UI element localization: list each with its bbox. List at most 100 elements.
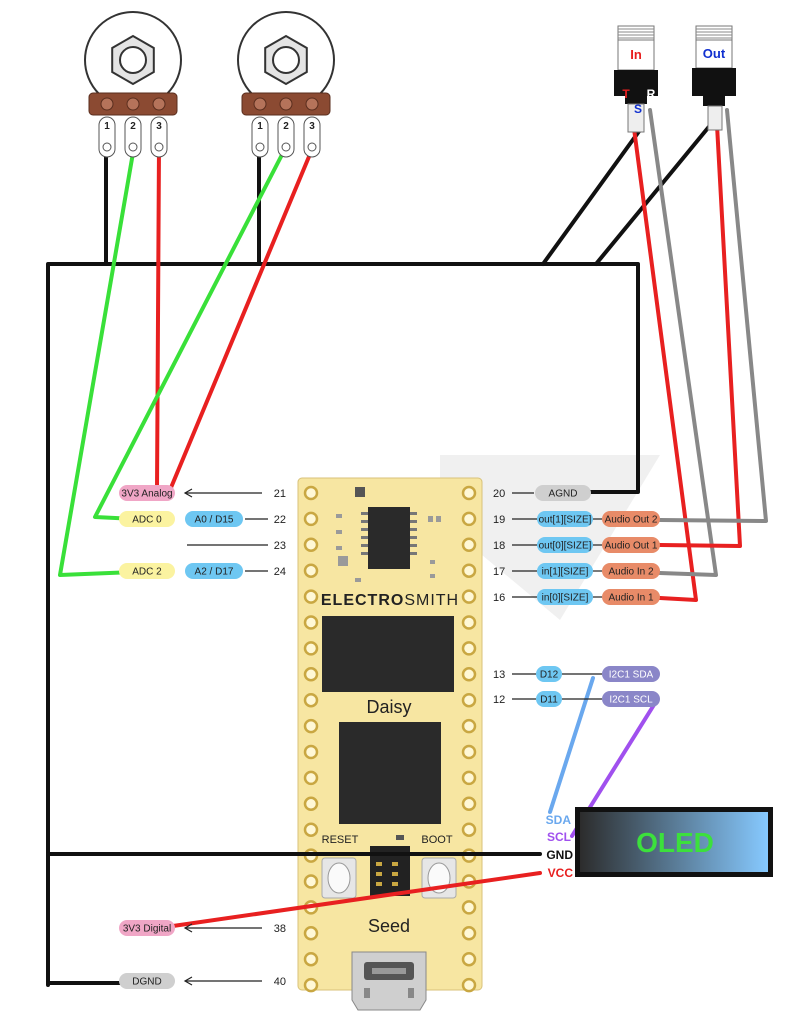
pad-left [303, 822, 319, 837]
pad-left [303, 770, 319, 786]
svg-text:3V3 Digital: 3V3 Digital [123, 924, 171, 935]
brand-logo: ELECTROSMITH [321, 592, 459, 609]
right-pin-row-18: 18 out[0][SIZE] Audio Out 1 [493, 537, 660, 553]
svg-text:I2C1 SCL: I2C1 SCL [609, 695, 653, 706]
input-jack[interactable]: In T S R [614, 25, 658, 133]
pad-left [303, 615, 319, 630]
sda-wire [548, 676, 595, 814]
pad-left [303, 641, 319, 656]
oled-pin-labels: SDA SCL GND VCC [546, 813, 574, 880]
pin-tag-blue: A0 / D15 [185, 511, 243, 527]
in-jack-ring-wire [648, 108, 718, 577]
svg-text:out[1][SIZE]: out[1][SIZE] [539, 515, 592, 526]
svg-text:Audio Out 2: Audio Out 2 [605, 515, 658, 526]
board-pads [303, 485, 477, 993]
pad-right [461, 485, 477, 501]
pin-number: 38 [274, 923, 286, 935]
pad-right [461, 822, 477, 837]
svg-text:Audio Out 1: Audio Out 1 [605, 541, 658, 552]
pad-right [461, 977, 477, 993]
pot-pin-label: 2 [283, 121, 289, 132]
pin-number: 23 [274, 540, 286, 552]
oled-text: OLED [636, 827, 714, 858]
potentiometer-2[interactable]: 1 2 3 [237, 11, 335, 158]
out-jack-ring-wire [658, 108, 768, 523]
pin-number: 20 [493, 488, 505, 500]
pad-left [303, 744, 319, 760]
reset-button[interactable] [321, 857, 357, 899]
pot-pin-label: 2 [130, 121, 136, 132]
pin-tag-gray: DGND [119, 973, 175, 989]
oled-power-wire [164, 871, 542, 929]
pot-pin-label: 1 [104, 121, 110, 132]
in-jack-sleeve-ground-wire [541, 128, 642, 266]
pad-right [461, 951, 477, 967]
pin-tag-pink: 3V3 Analog [119, 485, 175, 501]
board-name-seed: Seed [368, 916, 410, 936]
pin-number: 12 [493, 694, 505, 706]
pin-tag-purple: I2C1 SCL [602, 691, 660, 707]
pad-left [303, 537, 319, 553]
pad-right [461, 744, 477, 760]
pad-left [303, 951, 319, 967]
boot-label: BOOT [421, 834, 452, 846]
svg-text:Audio In 1: Audio In 1 [608, 593, 653, 604]
out-jack-sleeve-ground-wire [594, 121, 714, 266]
wires [46, 96, 768, 987]
pin-tag-orange: Audio In 1 [602, 589, 660, 605]
small-chip [361, 507, 417, 569]
reset-label: RESET [322, 834, 359, 846]
svg-text:3V3 Analog: 3V3 Analog [121, 489, 172, 500]
pad-left [303, 485, 319, 501]
board-name-daisy: Daisy [366, 697, 411, 717]
left-pin-row-38: 38 3V3 Digital [119, 920, 286, 936]
pad-right [461, 615, 477, 630]
pot1-power-wire [155, 145, 161, 492]
dsp-chip [322, 616, 454, 692]
pot-pin-label: 3 [309, 121, 315, 132]
pad-left [303, 977, 319, 993]
pin1-marker [355, 487, 365, 497]
pin-number: 22 [274, 514, 286, 526]
pin-tag-yellow: ADC 0 [119, 511, 175, 527]
boot-button[interactable] [421, 857, 457, 899]
pin-tag-orange: Audio Out 2 [602, 511, 660, 527]
pin-tag-blue: in[1][SIZE] [537, 563, 593, 579]
pad-right [461, 718, 477, 734]
svg-text:Audio In 2: Audio In 2 [608, 567, 653, 578]
svg-text:out[0][SIZE]: out[0][SIZE] [539, 541, 592, 552]
pad-right [461, 641, 477, 656]
in-jack-tip-wire [628, 96, 698, 602]
pin-number: 18 [493, 540, 505, 552]
output-jack[interactable]: Out [692, 25, 736, 131]
oled-pin-gnd: GND [546, 848, 573, 862]
pin-tag-blue: D11 [536, 691, 562, 707]
svg-text:ADC 2: ADC 2 [132, 567, 162, 578]
pad-right [461, 926, 477, 941]
oled-pin-vcc: VCC [548, 866, 574, 880]
out-jack-tip-wire [658, 123, 742, 548]
pad-right [461, 563, 477, 578]
pad-left [303, 667, 319, 682]
svg-text:AGND: AGND [549, 489, 578, 500]
pin-tag-blue: in[0][SIZE] [537, 589, 593, 605]
pad-left [303, 926, 319, 941]
pot2-power-wire [168, 145, 315, 492]
svg-text:D11: D11 [540, 695, 558, 706]
pot-pin-label: 1 [257, 121, 263, 132]
pin-tag-orange: Audio In 2 [602, 563, 660, 579]
pad-right [461, 796, 477, 812]
pin-tag-purple: I2C1 SDA [602, 666, 660, 682]
input-jack-tip-label: T [622, 87, 630, 101]
memory-chip [339, 722, 441, 824]
usb-port[interactable] [351, 951, 427, 1011]
